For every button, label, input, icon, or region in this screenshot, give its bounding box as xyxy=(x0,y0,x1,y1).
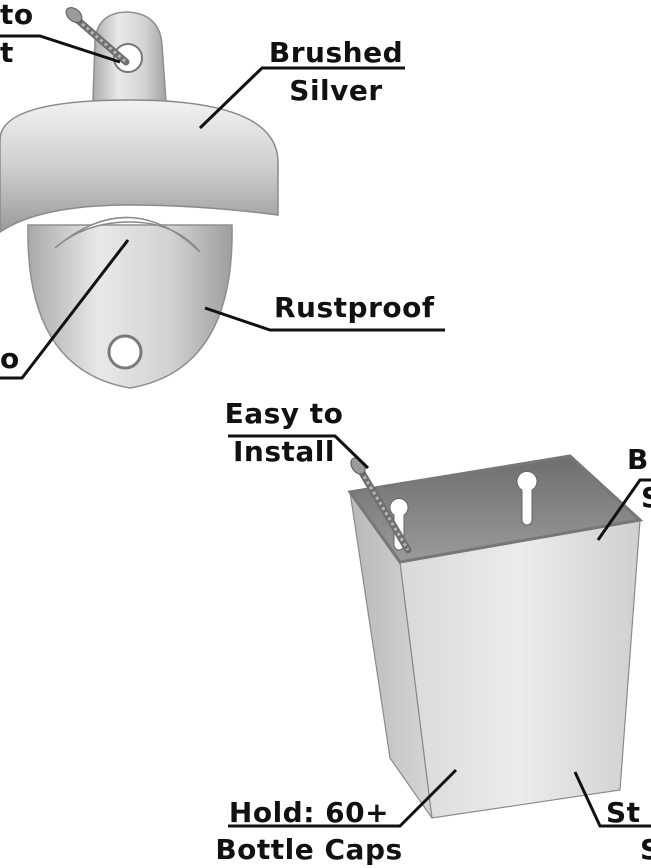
box-inner-back xyxy=(350,456,640,562)
opener-bottom-hole xyxy=(107,334,143,370)
leader-line-right-bottom xyxy=(573,771,651,828)
label-easy-to: Easy to xyxy=(224,397,344,430)
leader-line-left-bottom xyxy=(0,239,130,380)
leader-line-easy-install xyxy=(228,434,370,470)
label-brushed: Brushed xyxy=(268,36,404,69)
leader-line-top-left xyxy=(0,34,121,64)
cap-catcher-box xyxy=(228,434,651,828)
screw-bottom-icon xyxy=(350,457,412,554)
opener-top-hole xyxy=(113,43,143,73)
label-silver: Silver xyxy=(289,74,383,107)
label-hold: Hold: 60+ xyxy=(228,796,390,829)
label-right-top-line2: S xyxy=(641,481,651,515)
label-right-bottom-line2: S xyxy=(640,833,651,866)
label-top-left-line2: t xyxy=(0,36,14,69)
label-install: Install xyxy=(233,435,335,468)
label-top-left-line1: to xyxy=(0,0,34,31)
box-front-face xyxy=(399,519,641,819)
box-top-rim xyxy=(347,454,644,564)
keyhole-slot-right xyxy=(516,470,538,526)
label-bottle-caps: Bottle Caps xyxy=(215,833,403,866)
leader-line-hold xyxy=(228,768,458,828)
opener-catch-opening xyxy=(54,216,201,253)
label-left-cut: o xyxy=(0,342,20,375)
label-right-bottom-line1: St xyxy=(606,796,641,829)
leader-line-brushed xyxy=(198,66,405,130)
opener-lower-plate xyxy=(27,224,233,389)
leader-line-rustproof xyxy=(204,306,445,332)
label-rustproof: Rustproof xyxy=(274,291,435,324)
bottle-opener xyxy=(0,7,445,389)
leader-line-right-top xyxy=(596,478,651,541)
opener-lip xyxy=(0,99,279,233)
label-right-top-line1: B xyxy=(627,443,649,476)
screw-top-icon xyxy=(65,7,130,66)
